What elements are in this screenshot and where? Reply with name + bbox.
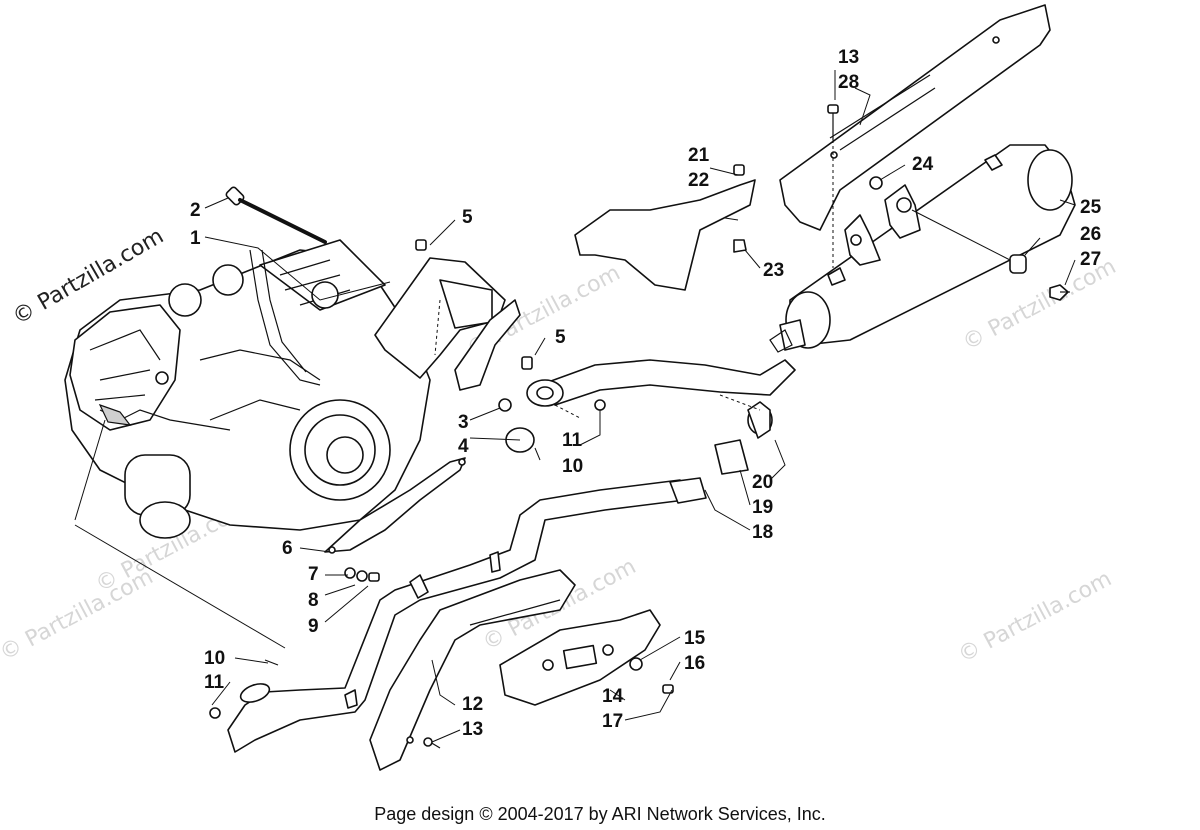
part-label-22: 22 xyxy=(688,170,709,191)
page-footer: Page design © 2004-2017 by ARI Network S… xyxy=(374,804,826,824)
part-label-13: 13 xyxy=(838,47,859,68)
part-label-10: 10 xyxy=(562,456,583,477)
muffler-hardware xyxy=(827,104,1070,301)
part-label-3: 3 xyxy=(458,412,469,433)
part-label-20: 20 xyxy=(752,472,773,493)
part-label-7: 7 xyxy=(308,564,319,585)
part-label-16: 16 xyxy=(684,653,705,674)
part-label-18: 18 xyxy=(752,522,773,543)
exhaust-bracket xyxy=(374,239,533,412)
part-label-6: 6 xyxy=(282,538,293,559)
part-label-11: 11 xyxy=(204,672,225,693)
engine-assembly xyxy=(64,239,431,539)
part-label-12: 12 xyxy=(462,694,483,715)
part-label-15: 15 xyxy=(684,628,706,649)
part-label-23: 23 xyxy=(763,260,784,281)
heat-shield-muffler xyxy=(499,609,674,706)
heat-shield-pipe xyxy=(369,569,576,771)
part-label-27: 27 xyxy=(1080,249,1101,270)
part-label-5: 5 xyxy=(555,327,566,348)
exhaust-pipe-main xyxy=(227,477,707,753)
part-label-17: 17 xyxy=(602,711,623,732)
muffler-top-cover xyxy=(779,4,1051,231)
part-label-21: 21 xyxy=(688,145,710,166)
part-label-1: 1 xyxy=(190,228,201,249)
part-label-14: 14 xyxy=(602,686,624,707)
muffler xyxy=(769,144,1076,353)
part-label-26: 26 xyxy=(1080,224,1101,245)
part-labels: 1 2 3 4 5 5 6 7 8 9 10 10 11 11 12 13 13… xyxy=(190,47,1102,740)
part-label-28: 28 xyxy=(838,72,859,93)
heat-shield-plate xyxy=(324,457,466,582)
part-label-25: 25 xyxy=(1080,197,1102,218)
leader-lines xyxy=(74,70,1076,743)
part-label-8: 8 xyxy=(308,590,319,611)
exhaust-header xyxy=(505,359,796,453)
watermark: © Partzilla.com xyxy=(954,566,1116,668)
part-label-10: 10 xyxy=(204,648,225,669)
exhaust-deflector xyxy=(574,164,846,291)
part-label-19: 19 xyxy=(752,497,773,518)
header-hardware xyxy=(209,659,441,749)
part-label-24: 24 xyxy=(912,154,934,175)
part-label-11: 11 xyxy=(562,430,583,451)
part-label-13: 13 xyxy=(462,719,483,740)
part-label-9: 9 xyxy=(308,616,319,637)
part-label-4: 4 xyxy=(458,436,469,457)
part-label-5: 5 xyxy=(462,207,473,228)
pipe-coupler xyxy=(714,401,773,475)
engine-bolt xyxy=(225,186,327,244)
part-label-2: 2 xyxy=(190,200,201,221)
